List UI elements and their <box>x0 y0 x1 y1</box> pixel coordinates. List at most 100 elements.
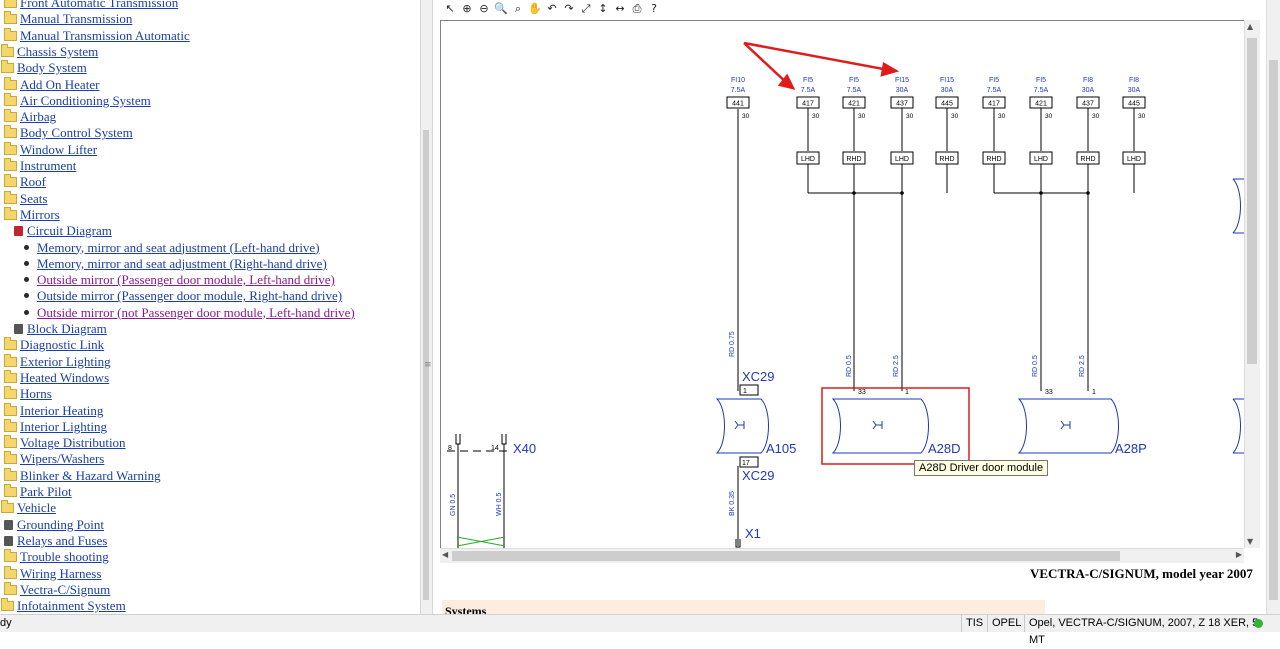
tree-item[interactable]: Memory, mirror and seat adjustment (Left… <box>24 240 320 256</box>
tree-item-link[interactable]: Relays and Fuses <box>17 532 108 548</box>
tree-item[interactable]: Body System <box>1 60 87 76</box>
tree-item[interactable]: Instrument <box>4 158 76 174</box>
tree-item[interactable]: Memory, mirror and seat adjustment (Righ… <box>24 256 327 272</box>
tree-item[interactable]: Block Diagram <box>14 321 107 337</box>
tree-item-link[interactable]: Wipers/Washers <box>20 451 105 467</box>
connector-x40-label[interactable]: X40 <box>513 441 536 456</box>
tree-item-link[interactable]: Voltage Distribution <box>20 435 126 451</box>
tree-item[interactable]: Trouble shooting <box>4 549 109 565</box>
page-vertical-scrollbar[interactable] <box>1266 0 1280 614</box>
tree-item-link[interactable]: Outside mirror (Passenger door module, R… <box>37 288 343 304</box>
tree-item-link[interactable]: Interior Lighting <box>20 418 108 434</box>
diagram-vertical-scrollbar[interactable]: ▲ ▼ <box>1244 20 1260 548</box>
fit-width-icon[interactable]: ↔ <box>615 2 625 15</box>
module-a28d-label[interactable]: A28D <box>928 441 961 456</box>
connector-xc29-top-label[interactable]: XC29 <box>742 369 775 384</box>
tree-item-link[interactable]: Circuit Diagram <box>27 223 112 239</box>
tree-item[interactable]: Heated Windows <box>4 369 110 386</box>
tree-item[interactable]: Voltage Distribution <box>4 435 126 451</box>
help-icon[interactable]: ? <box>651 2 657 15</box>
diagram-horizontal-scrollbar[interactable]: ◀ ▶ <box>440 548 1244 563</box>
tree-item-link[interactable]: Trouble shooting <box>20 549 109 565</box>
tree-item[interactable]: Air Conditioning System <box>4 92 151 109</box>
tree-item-link[interactable]: Heated Windows <box>20 369 110 385</box>
tree-item[interactable]: Mirrors <box>4 206 60 223</box>
tree-item[interactable]: Diagnostic Link <box>4 337 104 353</box>
tree-item-link[interactable]: Grounding Point <box>17 516 105 532</box>
tree-item-link[interactable]: Air Conditioning System <box>20 92 151 108</box>
tree-item-link[interactable]: Infotainment System <box>17 598 126 614</box>
tree-item-link[interactable]: Diagnostic Link <box>20 337 105 353</box>
tree-item[interactable]: Wiring Harness <box>4 565 102 582</box>
tree-item[interactable]: Wipers/Washers <box>4 451 104 467</box>
tree-item[interactable]: Chassis System <box>1 43 99 60</box>
tree-item[interactable]: Interior Lighting <box>4 418 108 435</box>
tree-item[interactable]: Park Pilot <box>4 484 72 500</box>
module-a28p-label[interactable]: A28P <box>1115 441 1147 456</box>
pan-hand-icon[interactable]: ✋ <box>528 2 542 15</box>
fit-height-icon[interactable]: ↕ <box>598 2 608 15</box>
tree-item-link[interactable]: Instrument <box>20 158 77 173</box>
tree-item-link[interactable]: Chassis System <box>17 43 99 59</box>
pointer-icon[interactable]: ↖ <box>445 2 455 15</box>
tree-item-link[interactable]: Wiring Harness <box>20 565 102 581</box>
diagram-horizontal-scroll-thumb[interactable] <box>452 551 1120 561</box>
tree-item-link[interactable]: Interior Heating <box>20 402 104 418</box>
scroll-left-icon[interactable]: ◀ <box>442 550 449 559</box>
tree-item[interactable]: Blinker & Hazard Warning <box>4 467 161 484</box>
tree-item-link[interactable]: Window Lifter <box>20 141 98 157</box>
tree-item[interactable]: Infotainment System <box>1 598 126 614</box>
tree-item[interactable]: Circuit Diagram <box>14 223 112 239</box>
module-a28d-shape[interactable] <box>831 398 929 454</box>
tree-item[interactable]: Outside mirror (Passenger door module, R… <box>24 288 342 304</box>
tree-item[interactable]: Vehicle <box>1 500 56 516</box>
tree-item-link[interactable]: Blinker & Hazard Warning <box>20 467 161 483</box>
tree-item-link[interactable]: Front Automatic Transmission <box>20 0 179 10</box>
module-a105-shape[interactable] <box>715 398 769 454</box>
tree-item-link[interactable]: Outside mirror (Passenger door module, L… <box>37 272 335 288</box>
tree-item[interactable]: Interior Heating <box>4 402 104 419</box>
tree-item-link[interactable]: Park Pilot <box>20 484 72 499</box>
rotate-right-icon[interactable]: ↷ <box>564 2 574 15</box>
tree-item[interactable]: Airbag <box>4 109 56 125</box>
tree-item[interactable]: Outside mirror (Passenger door module, L… <box>24 272 335 288</box>
diagram-vertical-scroll-thumb[interactable] <box>1247 38 1257 364</box>
connector-x1-label[interactable]: X1 <box>745 526 761 541</box>
tree-item[interactable]: Manual Transmission Automatic <box>4 27 190 44</box>
tree-item-link[interactable]: Body System <box>17 60 87 76</box>
tree-item-link[interactable]: Memory, mirror and seat adjustment (Left… <box>37 239 320 255</box>
tree-item-link[interactable]: Roof <box>20 174 46 190</box>
tree-item-link[interactable]: Airbag <box>20 109 57 125</box>
tree-item[interactable]: Relays and Fuses <box>4 533 107 549</box>
tree-item-link[interactable]: Vehicle <box>17 500 56 516</box>
tree-item[interactable]: Window Lifter <box>4 141 98 158</box>
page-vertical-scroll-thumb[interactable] <box>1269 60 1278 600</box>
tree-item[interactable]: Exterior Lighting <box>4 353 111 370</box>
tree-item[interactable]: Horns <box>4 386 52 402</box>
connector-xc29-bottom-label[interactable]: XC29 <box>742 468 775 483</box>
fit-page-icon[interactable]: ⤢ <box>581 2 591 15</box>
tree-item[interactable]: Body Control System <box>4 125 133 141</box>
module-a105-label[interactable]: A105 <box>766 441 796 456</box>
tree-item-link[interactable]: Exterior Lighting <box>20 353 111 369</box>
tree-item-link[interactable]: Add On Heater <box>20 76 100 92</box>
scroll-right-icon[interactable]: ▶ <box>1235 550 1242 559</box>
tree-item-link[interactable]: Memory, mirror and seat adjustment (Righ… <box>37 255 327 271</box>
module-a28p-shape[interactable] <box>1017 398 1119 454</box>
tree-item[interactable]: Add On Heater <box>4 76 100 93</box>
tree-item[interactable]: Seats <box>4 190 47 207</box>
tree-item[interactable]: Vectra-C/Signum <box>4 581 111 598</box>
tree-item-link[interactable]: Manual Transmission <box>20 11 133 27</box>
tree-item[interactable]: Outside mirror (not Passenger door modul… <box>24 305 355 321</box>
tree-item-link[interactable]: Outside mirror (not Passenger door modul… <box>37 304 355 320</box>
tree-item-link[interactable]: Vectra-C/Signum <box>20 581 111 597</box>
zoom-area-icon[interactable]: ⌕ <box>514 2 522 15</box>
tree-item[interactable]: Grounding Point <box>4 517 104 533</box>
splitter-grip-icon[interactable]: ≡ <box>424 360 432 370</box>
